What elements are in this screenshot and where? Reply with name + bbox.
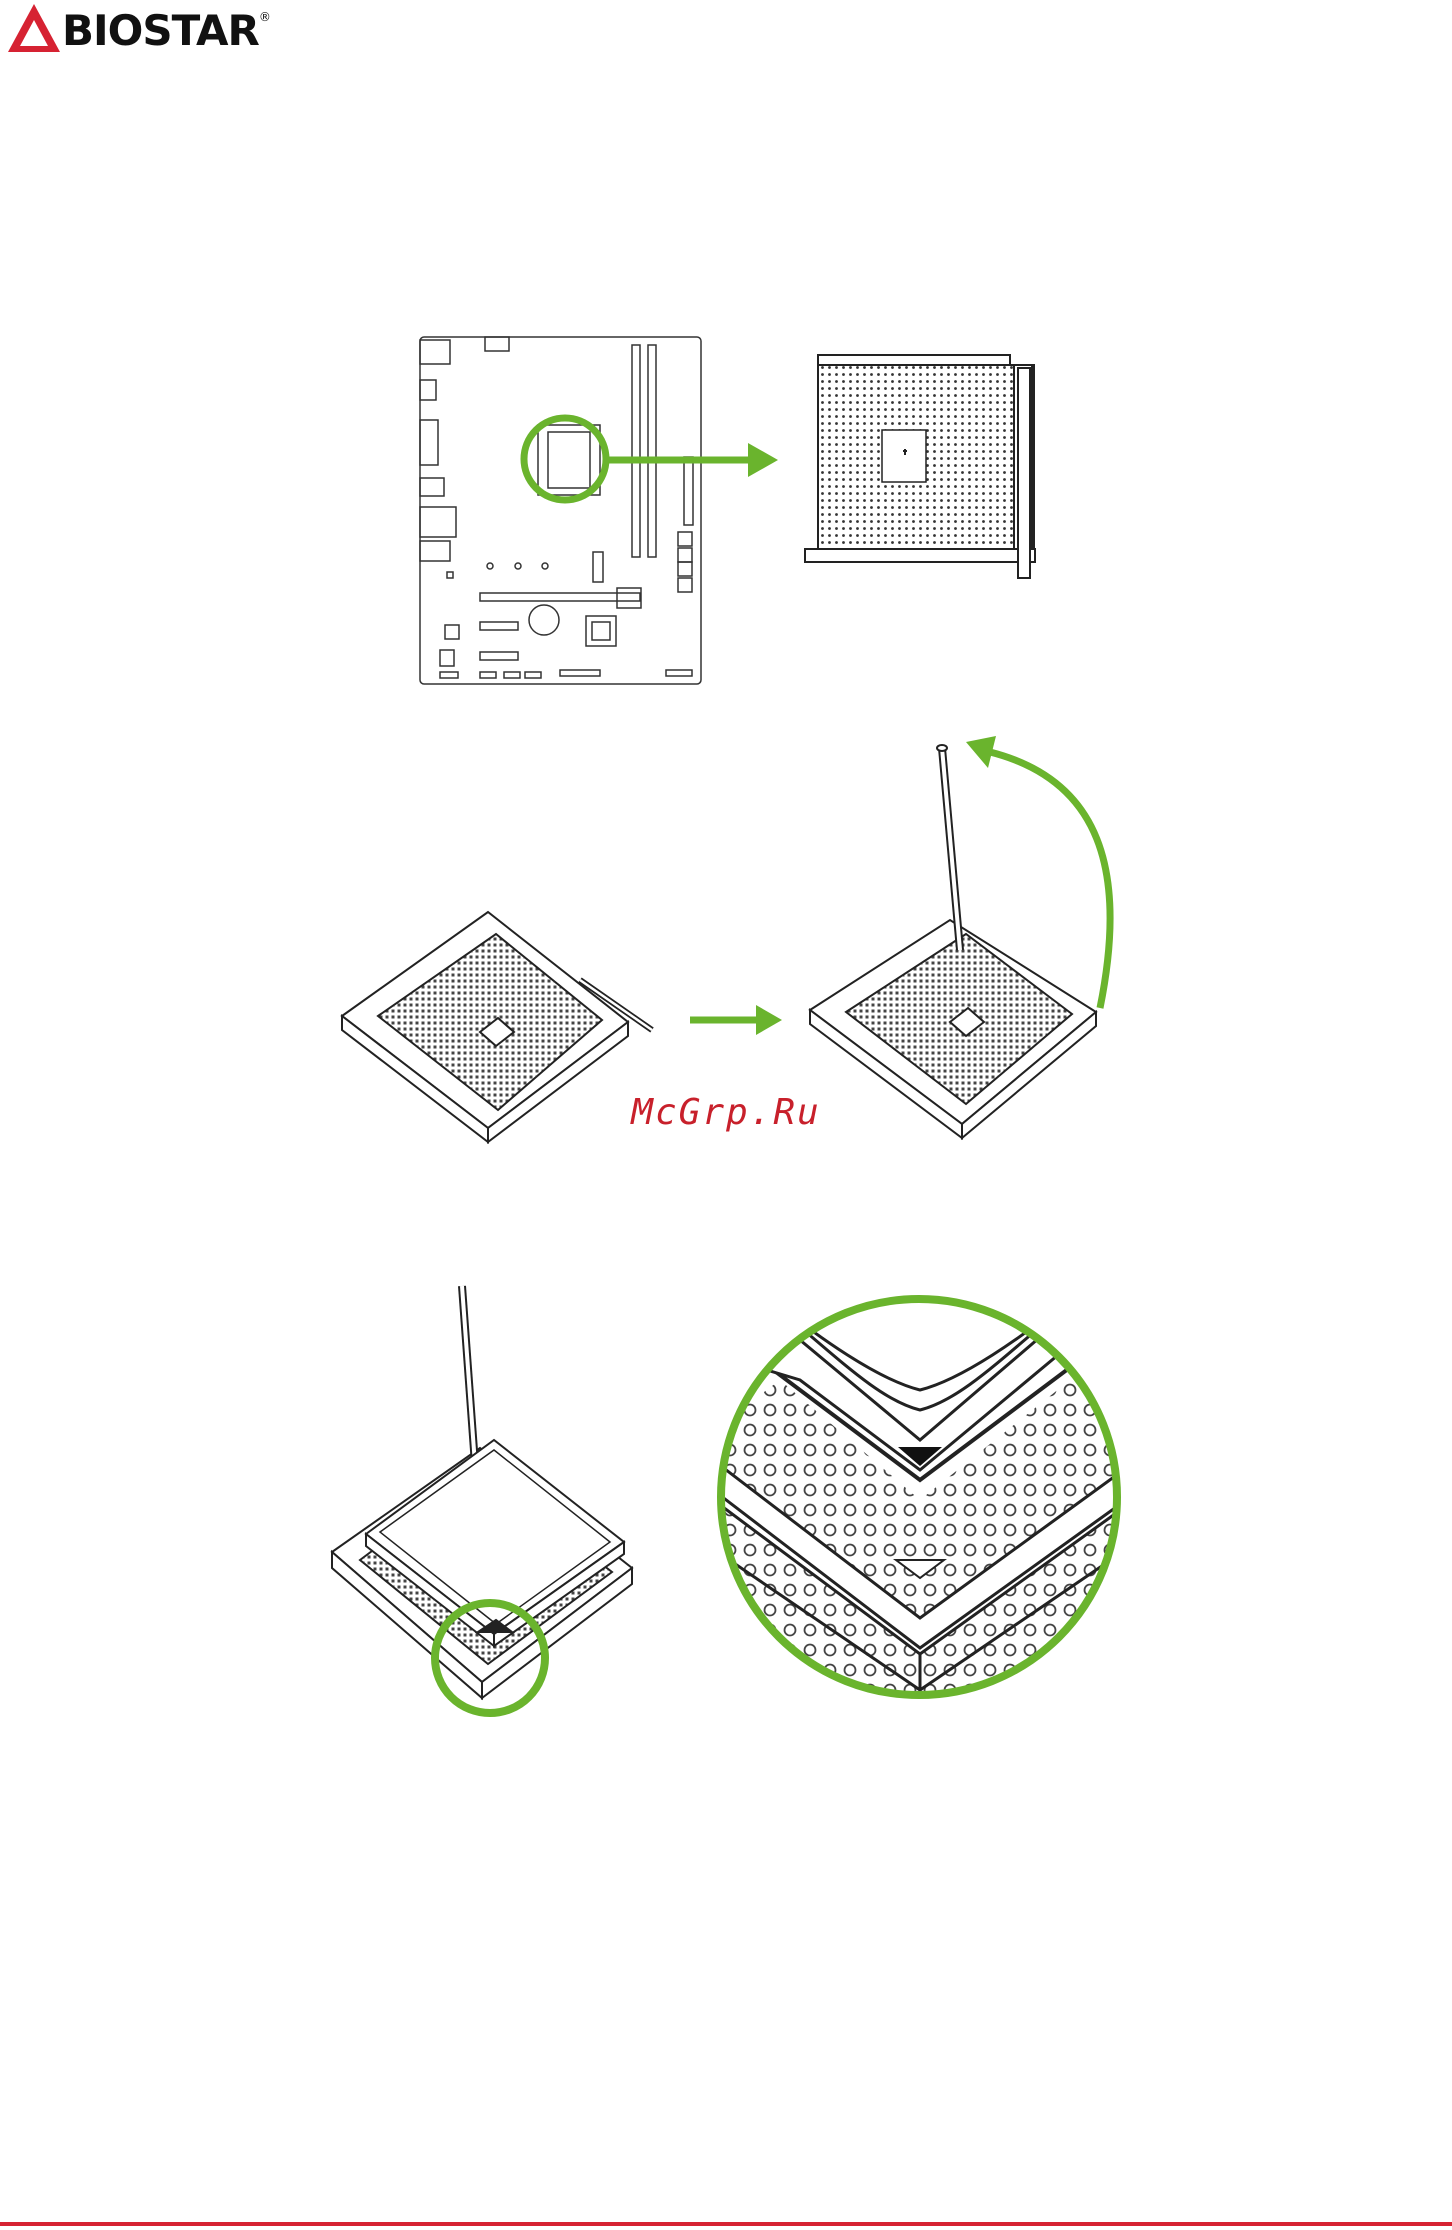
arrow-head-icon xyxy=(966,736,996,768)
watermark-text: McGrp.Ru xyxy=(0,1092,1452,1133)
am4-socket-icon xyxy=(805,355,1035,578)
arrow-head-icon xyxy=(748,443,778,477)
arrow-head-icon xyxy=(756,1005,782,1035)
socket-lever-open-icon xyxy=(810,745,1096,1138)
footer-rule xyxy=(0,2222,1452,2226)
motherboard-layout-icon xyxy=(420,337,701,684)
cpu-in-socket-icon xyxy=(332,1286,632,1698)
alignment-zoom-icon xyxy=(700,1280,1140,1720)
